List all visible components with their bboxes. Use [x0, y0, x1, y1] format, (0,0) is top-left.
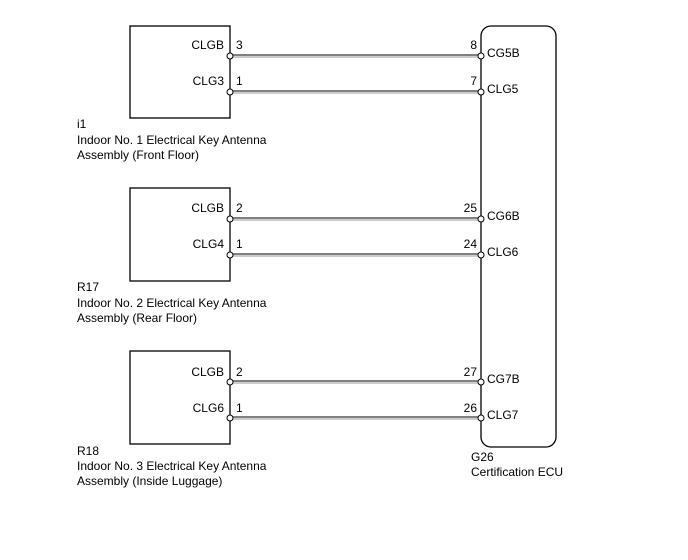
- pin-terminal: [226, 378, 234, 386]
- component-r17: CLGB CLG4 2 1 R17 Indoor No. 2 Electrica…: [77, 187, 267, 325]
- component-code: R18: [77, 444, 99, 458]
- pin-number: 25: [464, 201, 478, 215]
- component-box-i1: [129, 25, 231, 119]
- pin-terminal: [226, 414, 234, 422]
- pin-number: 27: [464, 365, 478, 379]
- component-r18: CLGB CLG6 2 1 R18 Indoor No. 3 Electrica…: [77, 350, 267, 488]
- component-box-r17: [129, 187, 231, 282]
- component-code: G26: [471, 450, 494, 464]
- component-description: Assembly (Inside Luggage): [77, 474, 222, 488]
- pin-name: CLGB: [191, 365, 224, 379]
- pin-number: 1: [236, 401, 243, 415]
- ecu-box: [480, 25, 557, 448]
- pin-number: 7: [470, 74, 477, 88]
- pin-terminal: [477, 215, 485, 223]
- pin-number: 1: [236, 74, 243, 88]
- pin-name: CLG7: [487, 408, 519, 422]
- pin-terminal: [226, 88, 234, 96]
- component-description: Assembly (Front Floor): [77, 148, 199, 162]
- pin-number: 8: [470, 38, 477, 52]
- component-g26: 8 7 25 24 27 26 CG5B CLG5 CG6B CLG6 CG7B…: [464, 25, 563, 479]
- terminals: [226, 52, 485, 422]
- component-description: Certification ECU: [471, 465, 563, 479]
- pin-name: CG6B: [487, 209, 520, 223]
- component-description: Indoor No. 1 Electrical Key Antenna: [77, 133, 267, 147]
- pin-name: CLG3: [193, 74, 225, 88]
- component-description: Assembly (Rear Floor): [77, 311, 197, 325]
- wires: [230, 54, 481, 420]
- pin-terminal: [477, 52, 485, 60]
- pin-terminal: [477, 414, 485, 422]
- pin-name: CLG6: [487, 245, 519, 259]
- pin-number: 26: [464, 401, 478, 415]
- component-description: Indoor No. 2 Electrical Key Antenna: [77, 296, 267, 310]
- pin-name: CLGB: [191, 38, 224, 52]
- pin-terminal: [226, 251, 234, 259]
- component-code: i1: [77, 117, 87, 131]
- pin-number: 2: [236, 201, 243, 215]
- component-description: Indoor No. 3 Electrical Key Antenna: [77, 459, 267, 473]
- component-i1: CLGB CLG3 3 1 i1 Indoor No. 1 Electrical…: [77, 25, 267, 162]
- pin-terminal: [226, 215, 234, 223]
- pin-number: 24: [464, 237, 478, 251]
- pin-name: CG5B: [487, 46, 520, 60]
- pin-number: 3: [236, 38, 243, 52]
- component-code: R17: [77, 280, 99, 294]
- pin-terminal: [477, 88, 485, 96]
- pin-name: CG7B: [487, 372, 520, 386]
- pin-name: CLG4: [193, 237, 225, 251]
- pin-terminal: [477, 251, 485, 259]
- component-box-r18: [129, 350, 231, 445]
- pin-name: CLG6: [193, 401, 225, 415]
- pin-number: 2: [236, 365, 243, 379]
- pin-name: CLG5: [487, 82, 519, 96]
- pin-terminal: [477, 378, 485, 386]
- pin-terminal: [226, 52, 234, 60]
- pin-number: 1: [236, 237, 243, 251]
- pin-name: CLGB: [191, 201, 224, 215]
